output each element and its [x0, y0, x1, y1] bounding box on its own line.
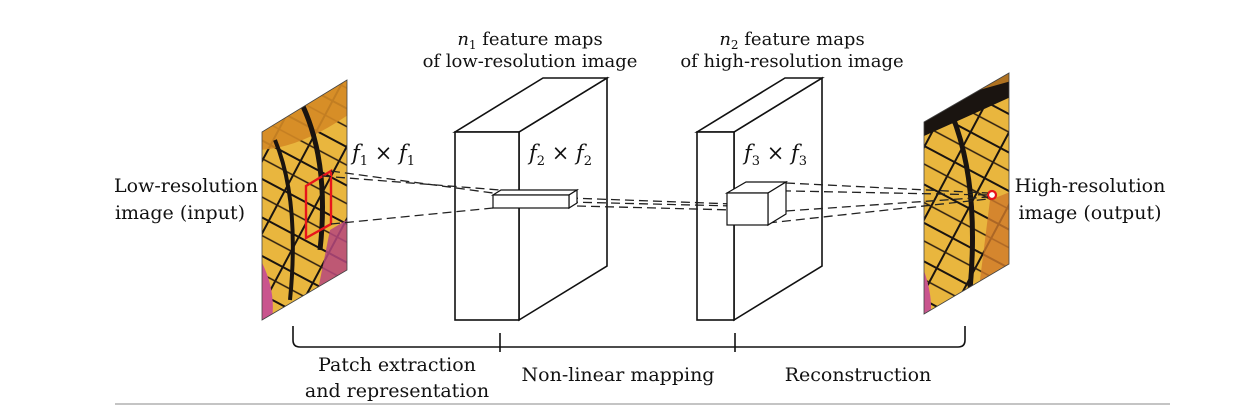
input-label-line2: image (input): [115, 202, 245, 224]
output-label-line1: High-resolution: [1015, 175, 1166, 197]
layer2-heading-line1: n2 feature maps: [719, 29, 864, 52]
stage-label-reconstruction: Reconstruction: [785, 364, 932, 386]
layer1-heading-line1: n1 feature maps: [457, 29, 602, 52]
input-label-line1: Low-resolution: [114, 175, 258, 197]
output-label-line2: image (output): [1018, 202, 1161, 224]
stage-label-patch-line2: and representation: [305, 380, 489, 402]
input-image: [261, 79, 348, 321]
filter-size-2: f2 × f2: [527, 141, 592, 169]
filter-cuboid-1: [490, 188, 580, 210]
filter-size-1: f1 × f1: [350, 141, 415, 169]
stage-label-mapping: Non-linear mapping: [522, 364, 715, 386]
stage-braces: [292, 326, 966, 352]
layer2-heading-line2: of high-resolution image: [680, 51, 903, 72]
output-pixel: [986, 189, 998, 201]
projection-lines: [321, 170, 991, 225]
layer1-heading-line2: of low-resolution image: [423, 51, 638, 72]
filter-size-3: f3 × f3: [742, 141, 807, 169]
stage-label-patch-line1: Patch extraction: [318, 354, 476, 376]
filter-cuboid-2: [724, 180, 789, 227]
